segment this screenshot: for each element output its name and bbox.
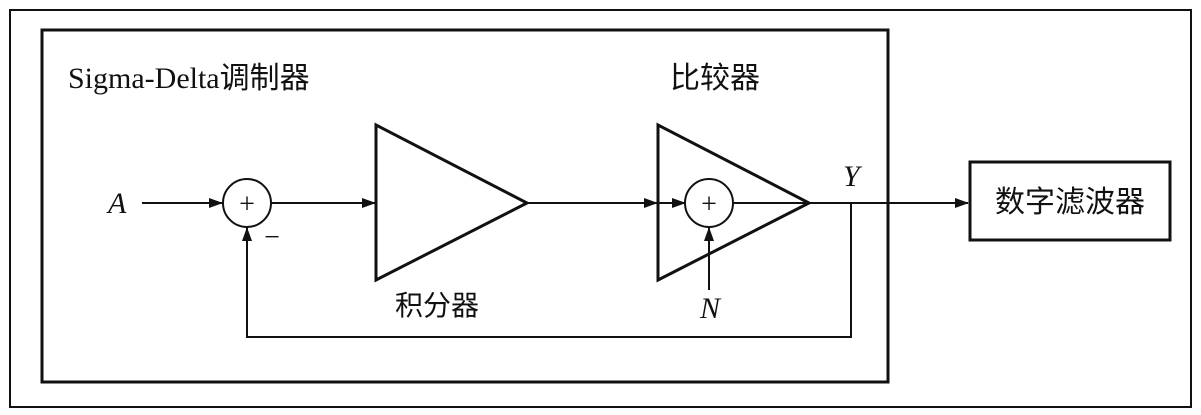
summing-junction-2-sign: + — [701, 189, 717, 220]
integrator-label: 积分器 — [395, 289, 479, 322]
modulator-label: Sigma-Delta调制器 — [68, 62, 310, 95]
noise-label-n: N — [699, 292, 722, 325]
comparator-label: 比较器 — [670, 61, 760, 96]
digital-filter-box — [968, 160, 1172, 242]
output-label-y: Y — [843, 160, 863, 193]
summing-junction-1-sign: + — [239, 189, 255, 220]
input-label-a: A — [106, 187, 127, 220]
feedback-minus-sign: − — [264, 222, 280, 253]
modulator-box — [40, 28, 890, 384]
digital-filter-label: 数字滤波器 — [995, 185, 1145, 220]
feedback-path — [242, 203, 852, 338]
integrator-triangle — [374, 122, 531, 283]
outer-frame — [9, 9, 1192, 408]
